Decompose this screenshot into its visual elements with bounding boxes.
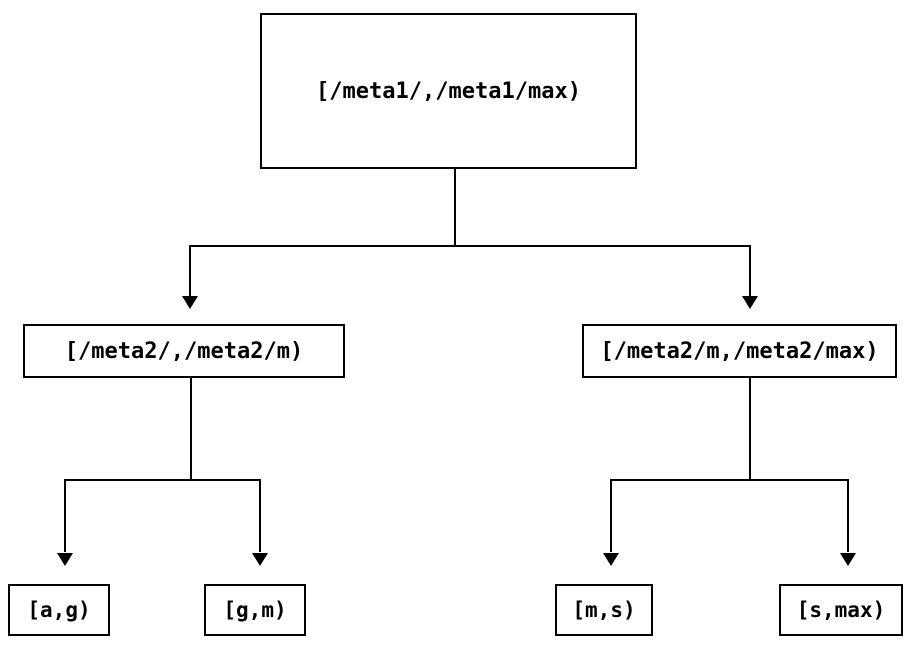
node-leaf-m-s-label: [m,s) [572, 598, 636, 622]
node-leaf-a-g: [a,g) [8, 584, 110, 636]
edge-meta2-high-to-m-s-drop [610, 479, 612, 552]
edge-meta2-low-to-a-g-drop [64, 479, 66, 552]
down-arrowhead-icon [603, 553, 619, 566]
edge-meta2-high-crossbar [610, 479, 849, 481]
node-meta2-low-label: [/meta2/,/meta2/m) [64, 338, 304, 364]
down-arrowhead-icon [840, 553, 856, 566]
node-meta2-high-label: [/meta2/m,/meta2/max) [600, 338, 879, 364]
edge-meta2-low-crossbar [64, 479, 261, 481]
edge-root-stem [454, 169, 456, 246]
node-root-label: [/meta1/,/meta1/max) [316, 78, 581, 104]
edge-meta2-high-to-s-max-drop [847, 479, 849, 552]
node-leaf-s-max: [s,max) [779, 584, 903, 636]
node-leaf-g-m: [g,m) [204, 584, 306, 636]
down-arrowhead-icon [182, 296, 198, 309]
node-leaf-g-m-label: [g,m) [223, 598, 287, 622]
node-leaf-m-s: [m,s) [555, 584, 653, 636]
edge-root-to-meta2-low-drop [189, 245, 191, 297]
node-leaf-a-g-label: [a,g) [27, 598, 91, 622]
edge-root-crossbar [189, 245, 751, 247]
edge-meta2-low-stem [190, 378, 192, 481]
node-root: [/meta1/,/meta1/max) [260, 13, 637, 169]
edge-meta2-high-stem [749, 378, 751, 481]
edge-root-to-meta2-high-drop [749, 245, 751, 297]
down-arrowhead-icon [57, 553, 73, 566]
down-arrowhead-icon [742, 296, 758, 309]
node-meta2-high: [/meta2/m,/meta2/max) [582, 324, 897, 378]
down-arrowhead-icon [252, 553, 268, 566]
node-leaf-s-max-label: [s,max) [796, 598, 886, 622]
node-meta2-low: [/meta2/,/meta2/m) [23, 324, 345, 378]
edge-meta2-low-to-g-m-drop [259, 479, 261, 552]
